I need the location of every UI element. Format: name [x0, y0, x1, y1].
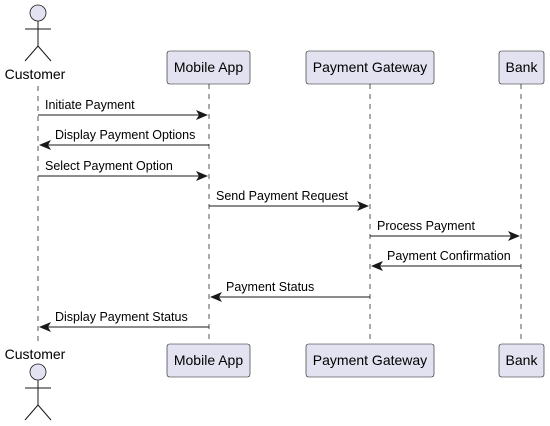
- participant-label: Bank: [506, 59, 539, 75]
- stick-figure-icon: [24, 363, 52, 421]
- message-send-payment-request: Send Payment Request: [209, 189, 369, 211]
- stick-figure-icon: [24, 4, 52, 62]
- message-label: Payment Status: [226, 280, 314, 294]
- message-label: Payment Confirmation: [387, 249, 511, 263]
- actor-label-bottom: Customer: [5, 346, 66, 362]
- message-label: Display Payment Options: [55, 128, 195, 142]
- actor-top: Customer: [5, 4, 66, 82]
- actor-bottom: Customer: [5, 346, 66, 421]
- message-display-payment-options: Display Payment Options: [39, 128, 209, 150]
- message-label: Display Payment Status: [55, 310, 188, 324]
- participant-mobile-app-bottom: Mobile App: [166, 343, 251, 378]
- participant-mobile-app-top: Mobile App: [166, 50, 251, 85]
- participant-label: Payment Gateway: [313, 59, 427, 75]
- message-label: Initiate Payment: [45, 98, 135, 112]
- participant-payment-gateway-bottom: Payment Gateway: [305, 343, 435, 378]
- participant-label: Mobile App: [174, 352, 243, 368]
- participant-bank-top: Bank: [498, 50, 545, 85]
- message-payment-status: Payment Status: [210, 280, 370, 302]
- message-process-payment: Process Payment: [370, 219, 520, 241]
- message-label: Process Payment: [377, 219, 475, 233]
- message-select-payment-option: Select Payment Option: [38, 159, 208, 181]
- participant-bank-bottom: Bank: [498, 343, 545, 378]
- message-initiate-payment: Initiate Payment: [38, 98, 208, 120]
- participant-payment-gateway-top: Payment Gateway: [305, 50, 435, 85]
- participant-label: Mobile App: [174, 59, 243, 75]
- message-display-payment-status: Display Payment Status: [39, 310, 209, 332]
- message-payment-confirmation: Payment Confirmation: [371, 249, 521, 271]
- participant-label: Bank: [506, 352, 539, 368]
- actor-label-top: Customer: [5, 66, 66, 82]
- message-label: Send Payment Request: [216, 189, 349, 203]
- participant-label: Payment Gateway: [313, 352, 427, 368]
- message-label: Select Payment Option: [45, 159, 173, 173]
